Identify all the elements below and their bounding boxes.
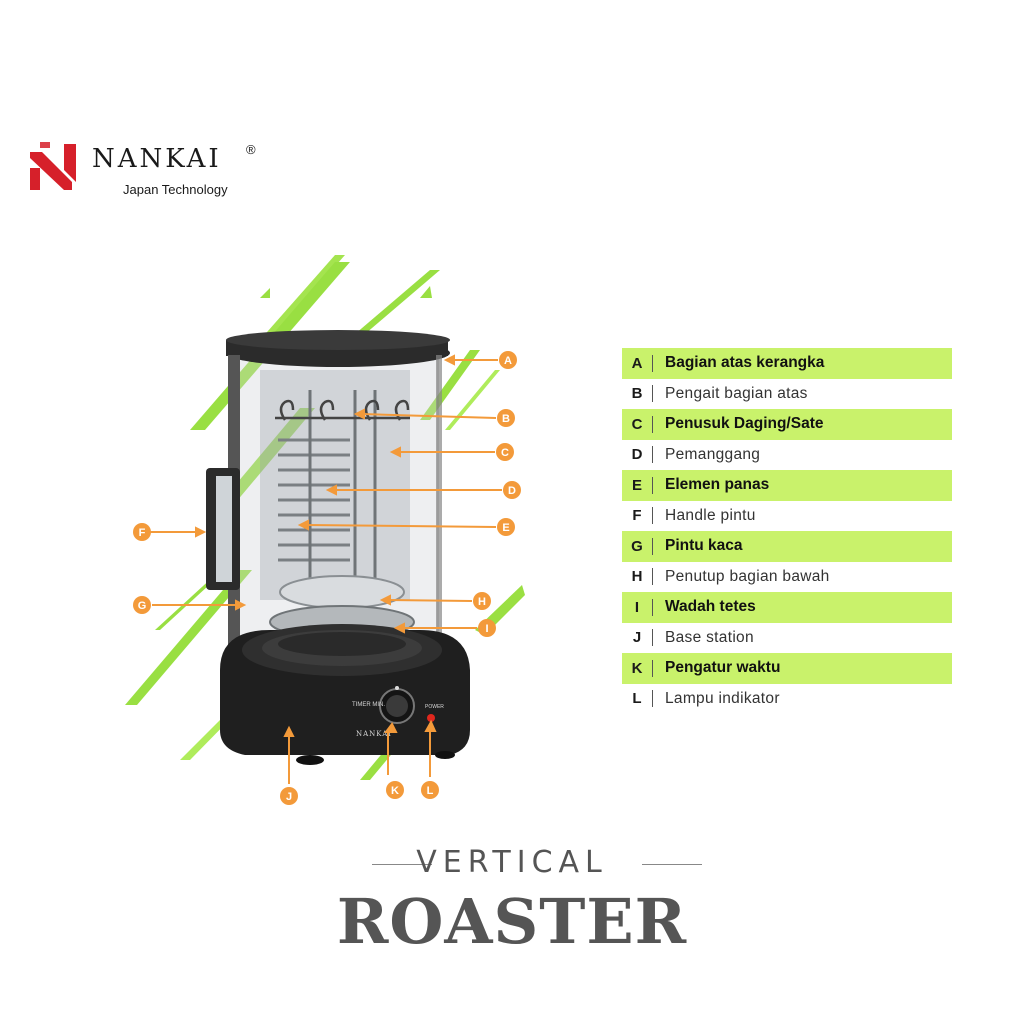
callout-a: A [499,351,517,369]
legend-label: Pintu kaca [665,537,743,555]
roaster-illustration: TIMER MIN. POWER NANKAI A B [120,250,540,810]
callout-j: J [280,787,298,805]
legend-label: Handle pintu [665,506,756,524]
legend-label: Penusuk Daging/Sate [665,415,824,433]
callout-k: K [386,781,404,799]
legend-key: I [634,598,640,616]
callout-markers: A B C D E F G H I J K L [133,351,521,805]
callout-c: C [496,443,514,461]
legend-key: F [632,507,642,525]
legend-key: L [632,690,642,708]
legend-item-f: F Handle pintu [622,501,952,532]
legend-key: D [631,446,643,464]
legend-label: Pengait bagian atas [665,384,808,402]
callout-g: G [133,596,151,614]
legend-item-g: G Pintu kaca [622,531,952,562]
legend-separator [652,415,653,433]
nankai-logo-mark-icon [30,142,76,190]
power-label: POWER [425,704,444,710]
legend-key: C [631,415,643,433]
legend-key: K [631,659,643,677]
svg-text:I: I [485,623,488,635]
svg-text:J: J [286,791,292,803]
legend-key: G [631,537,643,555]
svg-text:L: L [427,785,434,797]
legend-key: E [631,476,642,494]
svg-text:C: C [501,447,509,459]
svg-text:D: D [508,485,516,497]
registered-mark: ® [246,142,256,157]
callout-f: F [133,523,151,541]
callout-i: I [478,619,496,637]
legend-separator [652,659,653,677]
title-rule-left [372,864,432,865]
callout-b: B [497,409,515,427]
legend-label: Lampu indikator [665,689,780,707]
svg-text:K: K [391,785,399,797]
legend-separator [652,507,653,525]
svg-text:H: H [478,596,486,608]
timer-label: TIMER MIN. [352,702,385,708]
title-vertical: VERTICAL [416,845,608,880]
legend-item-j: J Base station [622,623,952,654]
legend-item-l: L Lampu indikator [622,684,952,715]
legend-item-c: C Penusuk Daging/Sate [622,409,952,440]
legend-item-i: I Wadah tetes [622,592,952,623]
legend-separator [652,476,653,494]
legend-label: Base station [665,628,754,646]
svg-text:B: B [502,413,510,425]
legend-separator [652,537,653,555]
legend-separator [652,446,653,464]
legend-separator [652,385,653,403]
legend-label: Penutup bagian bawah [665,567,830,585]
legend-separator [652,690,653,708]
base-brand-label: NANKAI [356,730,392,738]
title-rule-right [642,864,702,865]
callout-l: L [421,781,439,799]
callout-h: H [473,592,491,610]
callout-lines [150,354,502,784]
brand-tagline: Japan Technology [123,182,228,197]
legend-key: B [631,385,643,403]
svg-text:E: E [502,522,509,534]
legend-label: Pemanggang [665,445,761,463]
brand-logo: NANKAI ® Japan Technology [28,138,268,200]
svg-text:G: G [138,600,147,612]
legend-separator [652,354,653,372]
legend-separator [652,568,653,586]
callout-d: D [503,481,521,499]
legend-label: Wadah tetes [665,598,756,616]
brand-name: NANKAI [92,144,222,174]
legend-item-d: D Pemanggang [622,440,952,471]
legend-item-h: H Penutup bagian bawah [622,562,952,593]
svg-text:F: F [139,527,146,539]
legend-label: Bagian atas kerangka [665,354,825,372]
legend-item-b: B Pengait bagian atas [622,379,952,410]
callout-e: E [497,518,515,536]
legend-item-k: K Pengatur waktu [622,653,952,684]
roaster-diagram: TIMER MIN. POWER NANKAI A B [125,255,525,805]
legend-key: J [632,629,642,647]
legend-item-a: A Bagian atas kerangka [622,348,952,379]
legend-key: H [631,568,643,586]
legend-key: A [631,354,643,372]
legend-separator [652,598,653,616]
legend-label: Elemen panas [665,476,770,494]
title-roaster: ROASTER [336,885,688,958]
legend-label: Pengatur waktu [665,659,781,677]
legend-separator [652,629,653,647]
legend-item-e: E Elemen panas [622,470,952,501]
roaster-body: TIMER MIN. POWER NANKAI [206,330,470,765]
svg-text:A: A [504,355,512,367]
